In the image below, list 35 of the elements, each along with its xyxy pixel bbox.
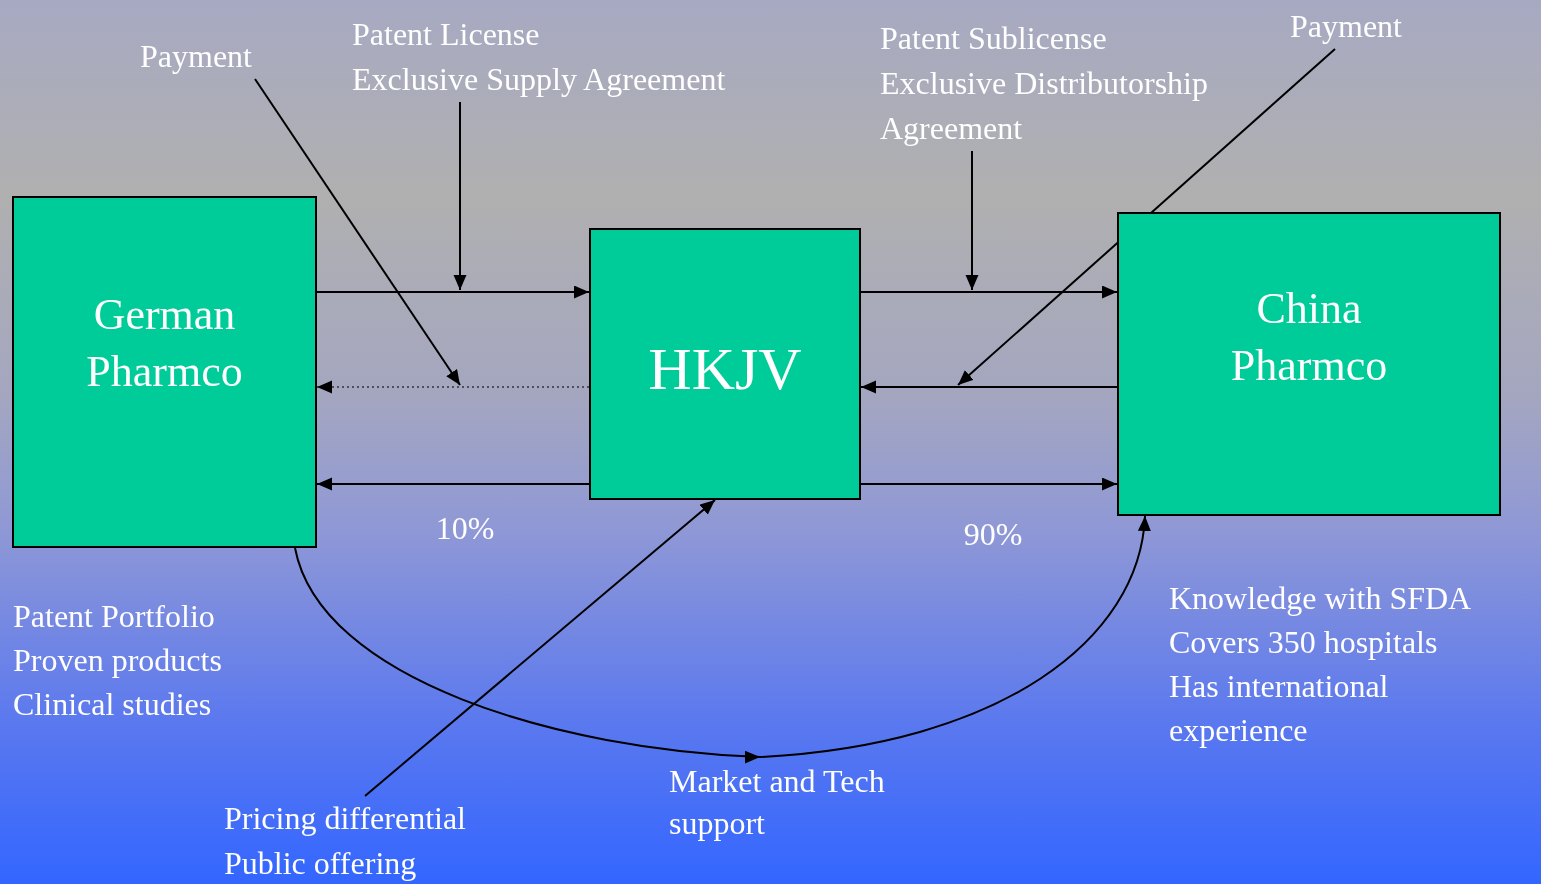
arrow — [364, 499, 716, 797]
company-box — [12, 196, 317, 548]
note-text: Patent Portfolio — [13, 597, 215, 636]
annotation-text: Payment — [140, 34, 252, 79]
note-text: Proven products — [13, 641, 222, 680]
leader-arrow — [957, 48, 1336, 386]
note-text: Covers 350 hospitals — [1169, 623, 1438, 662]
arrow — [316, 380, 590, 394]
annotation-text: Exclusive Supply Agreement — [352, 60, 726, 99]
annotation-text: Exclusive Distributorship Agreement — [880, 64, 1209, 148]
leader-arrow — [453, 101, 467, 291]
annotation-text: Public offering — [224, 844, 417, 883]
leader-arrow — [254, 78, 461, 386]
box-label: HKJV — [648, 335, 802, 404]
arrow — [860, 285, 1118, 299]
arrow — [316, 477, 590, 491]
edge-label: 90% — [963, 515, 1023, 554]
note-text: Has international experience — [1169, 667, 1390, 750]
company-box — [589, 228, 861, 500]
annotation-text: Patent Sublicense — [880, 19, 1107, 58]
company-box — [1117, 212, 1501, 516]
annotation-text: Patent License — [352, 15, 540, 54]
arrow — [860, 380, 1118, 394]
arrow — [860, 477, 1118, 491]
arrow — [316, 285, 590, 299]
note-text: Knowledge with SFDA — [1169, 579, 1472, 618]
edge-label: Market and Tech support — [669, 762, 886, 843]
box-label: China Pharmco — [1229, 283, 1389, 393]
leader-arrow — [965, 150, 979, 291]
box-label: German Pharmco — [85, 289, 244, 399]
note-text: Clinical studies — [13, 685, 212, 724]
annotation-text: Pricing differential — [224, 799, 466, 838]
edge-label: 10% — [435, 509, 495, 548]
annotation-text: Payment — [1290, 4, 1402, 49]
curved-arrow — [294, 515, 1151, 764]
